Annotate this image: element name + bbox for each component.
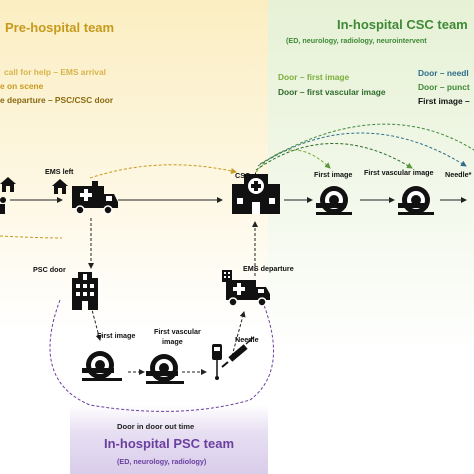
prehospital-team-title: Pre-hospital team bbox=[5, 20, 115, 35]
label-first-image-csc: First image bbox=[314, 170, 352, 179]
ct-scanner-icon bbox=[398, 186, 434, 215]
csc-team-subtitle: (ED, neurology, radiology, neurointerven… bbox=[286, 36, 427, 45]
house-icon bbox=[52, 179, 68, 194]
legend-door-first-image: Door – first image bbox=[278, 72, 350, 82]
ct-scanner-icon bbox=[146, 354, 184, 384]
label-needle-psc: Needle bbox=[235, 335, 259, 344]
hospital-icon bbox=[232, 174, 280, 214]
label-ems-left: EMS left bbox=[45, 167, 74, 176]
label-first-vascular-psc: First vascular bbox=[154, 327, 201, 336]
legend-door-needle: Door – needl bbox=[418, 68, 469, 78]
label-ems-departure: EMS departure bbox=[243, 264, 294, 273]
iv-drip-icon bbox=[212, 344, 222, 380]
label-needle-csc: Needle* bbox=[445, 170, 472, 179]
csc-team-title: In-hospital CSC team bbox=[337, 17, 468, 32]
psc-team-title: In-hospital PSC team bbox=[104, 436, 235, 451]
prehospital-background bbox=[0, 0, 268, 474]
csc-background bbox=[268, 0, 474, 474]
label-first-vascular-psc-image: image bbox=[162, 337, 183, 346]
legend-door-first-vascular: Door – first vascular image bbox=[278, 87, 386, 97]
legend-first-image: First image – bbox=[418, 96, 470, 106]
door-in-door-out-label: Door in door out time bbox=[117, 422, 195, 431]
legend-departure-door: e departure – PSC/CSC door bbox=[0, 95, 114, 105]
syringe-icon bbox=[221, 336, 255, 368]
ct-scanner-icon bbox=[316, 186, 352, 215]
person-icon bbox=[0, 197, 6, 214]
dashed-connections bbox=[0, 123, 474, 412]
ambulance-icon bbox=[72, 181, 118, 215]
legend-time-on-scene: e on scene bbox=[0, 81, 44, 91]
psc-team-subtitle: (ED, neurology, radiology) bbox=[117, 457, 207, 466]
label-first-image-psc: First image bbox=[97, 331, 135, 340]
label-psc-door: PSC door bbox=[33, 265, 66, 274]
psc-hospital-icon bbox=[72, 272, 98, 310]
legend-door-puncture: Door – punct bbox=[418, 82, 470, 92]
label-first-vascular-csc: First vascular image bbox=[364, 168, 434, 177]
legend-call-ems-arrival: call for help – EMS arrival bbox=[4, 67, 106, 77]
ambulance-icon bbox=[222, 270, 270, 307]
ct-scanner-icon bbox=[82, 351, 122, 381]
house-icon bbox=[0, 177, 16, 192]
psc-background bbox=[70, 405, 268, 474]
